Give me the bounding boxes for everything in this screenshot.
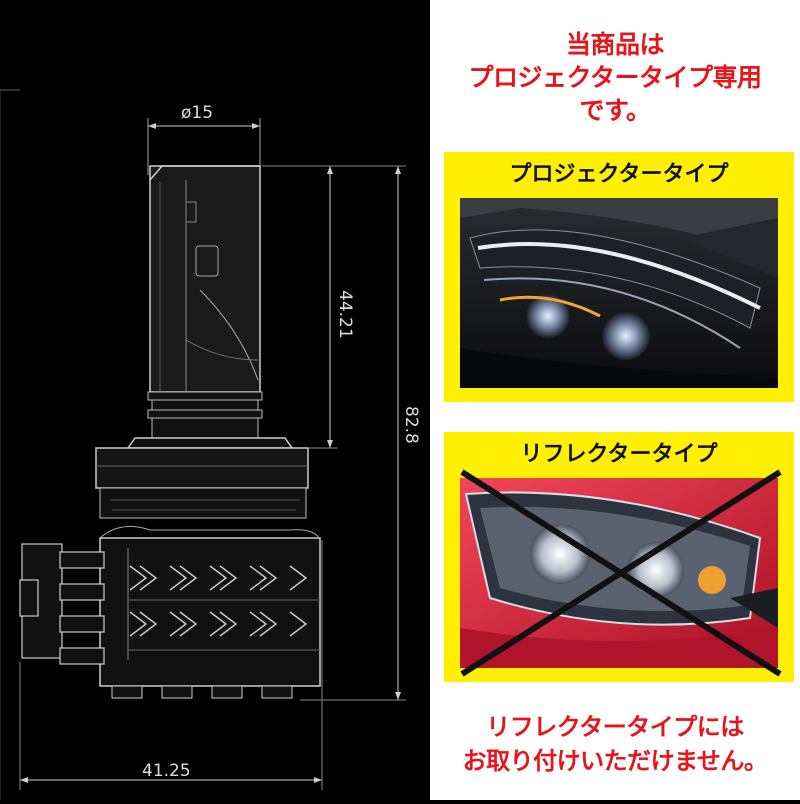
notice-bottom-line1: リフレクタータイプには: [486, 713, 744, 741]
notice-top-line2: プロジェクタータイプ専用: [468, 63, 762, 92]
total-height-label: 82.8: [401, 406, 421, 444]
bulb-upper-body: [149, 165, 261, 393]
projector-type-panel: プロジェクタータイプ: [444, 152, 794, 402]
bulb-dimension-drawing: ø15: [0, 89, 421, 800]
base-tabs: [111, 685, 293, 699]
projector-headlight-image: [460, 198, 778, 388]
notice-top-line1: 当商品は: [565, 30, 665, 59]
chevron-pattern: [129, 565, 308, 637]
notice-top-line3: です。: [579, 96, 651, 125]
notice-bottom-line2: お取り付けいただけません。: [462, 747, 768, 775]
diameter-label: ø15: [181, 103, 213, 123]
reflector-headlight-image: [460, 478, 778, 668]
connector-pins: [19, 543, 105, 665]
upper-height-label: 44.21: [335, 290, 355, 339]
reflector-type-panel: リフレクタータイプ: [444, 432, 794, 682]
notice-bottom: リフレクタータイプには お取り付けいただけません。: [430, 710, 800, 778]
bulb-flange: [95, 447, 309, 489]
projector-panel-title: プロジェクタータイプ: [509, 162, 729, 187]
compatibility-panel: 当商品は プロジェクタータイプ専用 です。 プロジェクタータイプ: [430, 0, 800, 800]
x-icon: [460, 469, 782, 677]
reflector-panel-title: リフレクタータイプ: [520, 442, 718, 467]
width-label: 41.25: [142, 761, 191, 781]
led-chip: [195, 245, 219, 277]
notice-top: 当商品は プロジェクタータイプ専用 です。: [430, 28, 800, 127]
technical-drawing-panel: ø15: [0, 89, 421, 800]
